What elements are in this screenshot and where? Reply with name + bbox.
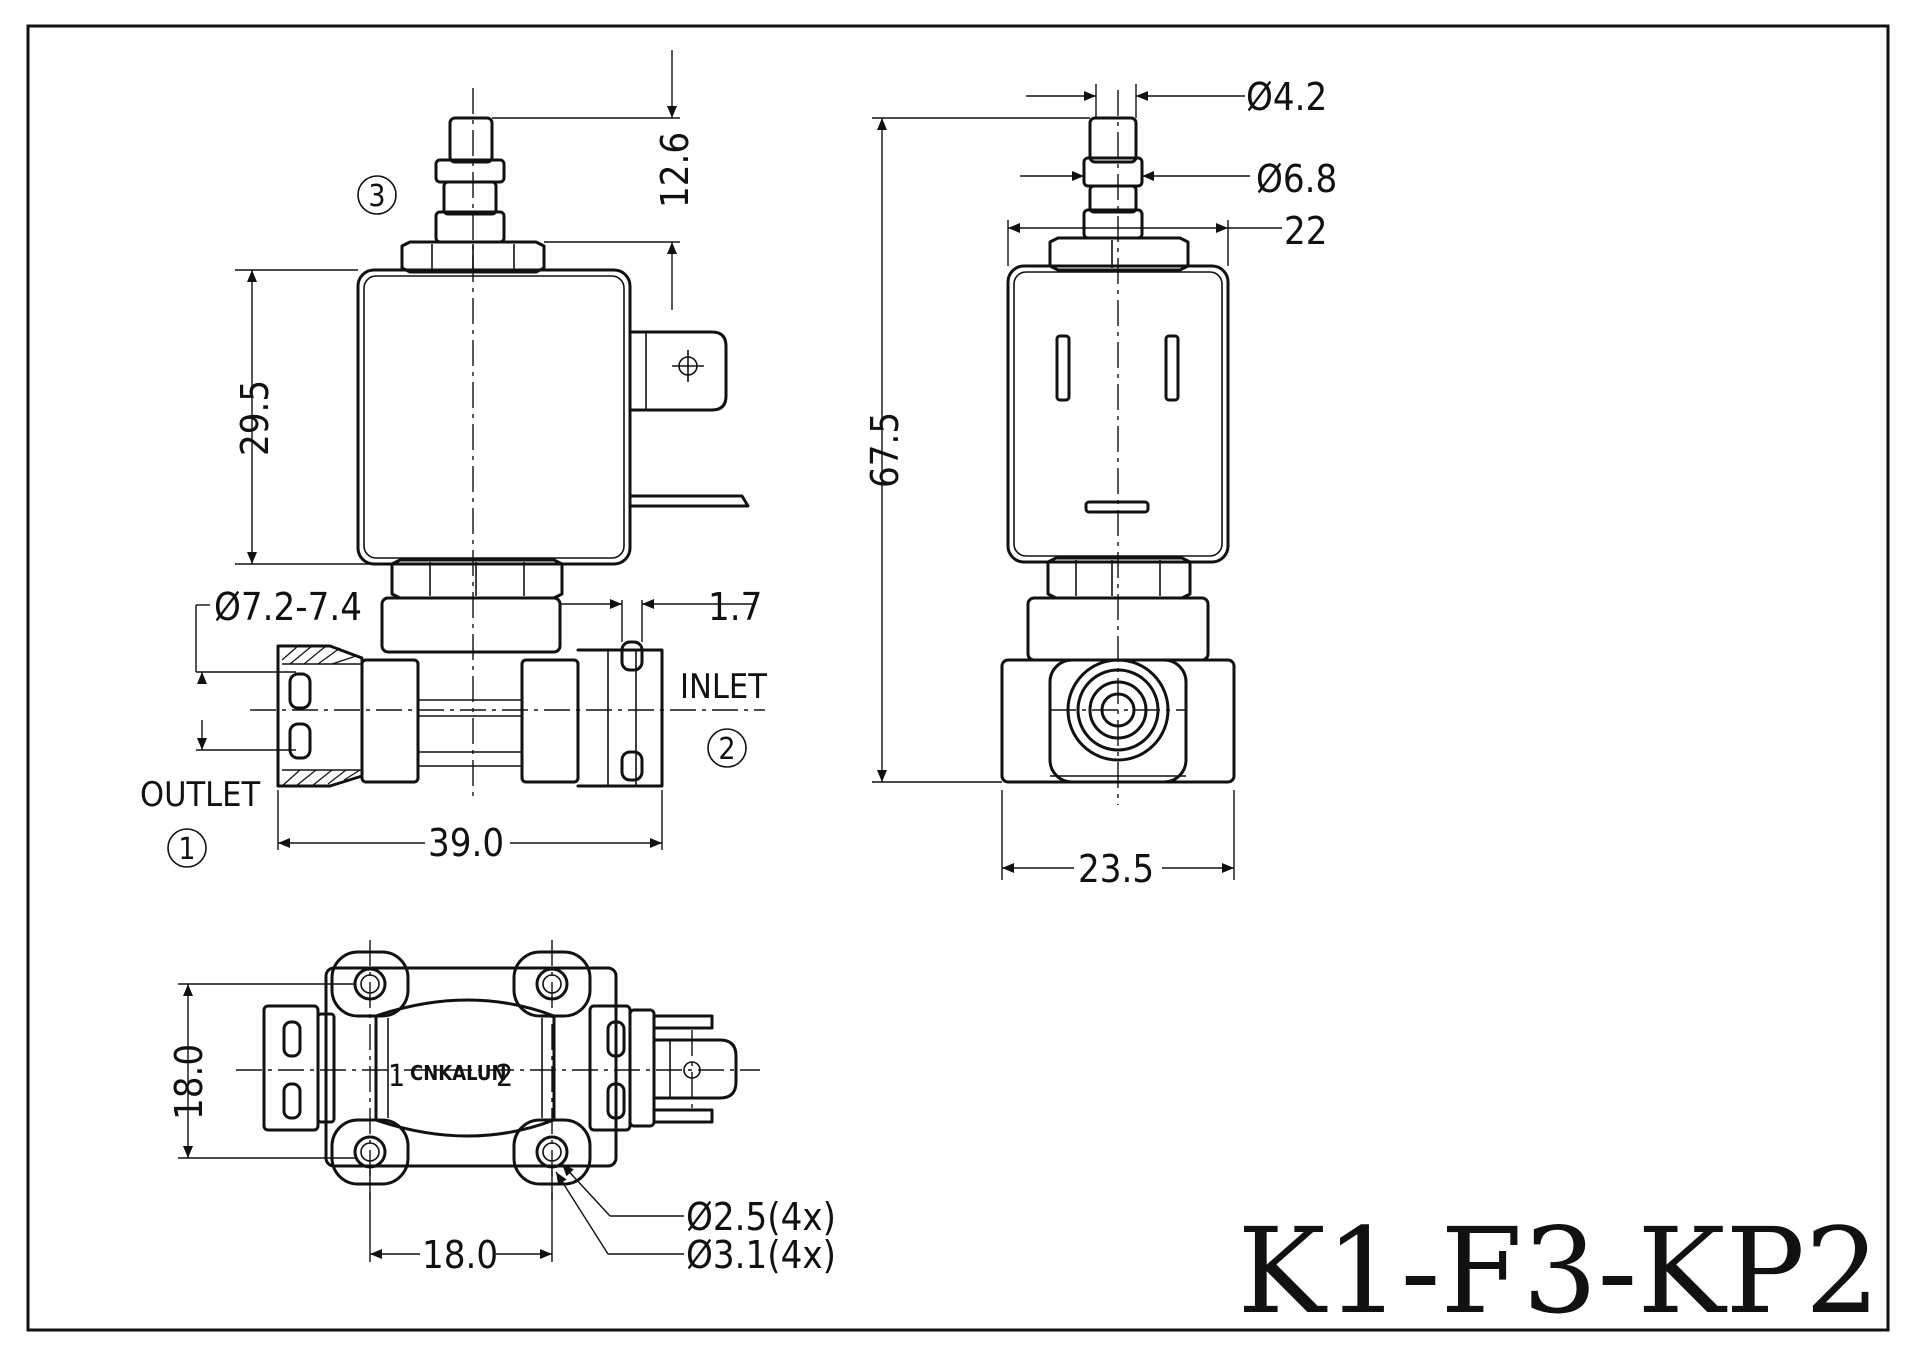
- outlet-label: OUTLET: [140, 775, 261, 815]
- bottom-view-dimensions: [178, 983, 684, 1262]
- dim-stem-height: 12.6: [653, 132, 697, 208]
- model-code: K1-F3-KP2: [1237, 1202, 1880, 1340]
- bottom-view-labels: 18.0 18.0 Ø2.5(4x) Ø3.1(4x): [167, 1044, 836, 1277]
- dim-coil-width: 22: [1284, 209, 1328, 253]
- port-2-marker: [707, 728, 747, 768]
- side-view-dimensions: [872, 84, 1282, 880]
- dim-base-width: 23.5: [1078, 847, 1154, 891]
- side-view: [1000, 90, 1236, 805]
- dim-mount-height: 18.0: [167, 1044, 211, 1120]
- marking-port-1: 1: [388, 1059, 405, 1094]
- dim-body-length: 39.0: [428, 821, 504, 865]
- front-view-labels: 12.6 29.5 Ø7.2-7.4 1.7 39.0 OUTLET INLET…: [140, 132, 767, 868]
- dim-coil-height: 29.5: [233, 380, 277, 456]
- port-3-number: 3: [368, 179, 385, 214]
- dim-inlet-clearance: 1.7: [708, 585, 762, 629]
- dim-outlet-bore: Ø7.2-7.4: [214, 585, 362, 629]
- bottom-view: [236, 940, 760, 1200]
- dim-nut-diameter: Ø6.8: [1256, 157, 1337, 201]
- dim-hole-spacing: 18.0: [422, 1233, 498, 1277]
- port-1-number: 1: [178, 832, 195, 867]
- front-view-dimensions: [195, 50, 755, 850]
- brand-marking: CNKALUN: [410, 1061, 507, 1085]
- marking-port-2: 2: [496, 1059, 513, 1094]
- inlet-label: INLET: [680, 667, 767, 707]
- dim-hole-small: Ø2.5(4x): [686, 1195, 836, 1239]
- side-view-labels: Ø4.2 Ø6.8 22 67.5 23.5: [863, 75, 1337, 891]
- bottom-view-marking: 1 CNKALUN 2: [388, 1059, 513, 1094]
- port-2-number: 2: [718, 732, 735, 767]
- port-3-marker: [357, 175, 397, 215]
- port-1-marker: [167, 828, 207, 868]
- dim-total-height: 67.5: [863, 412, 907, 488]
- dim-hole-large: Ø3.1(4x): [686, 1233, 836, 1277]
- front-view: [250, 88, 765, 800]
- drawing-border: [26, 24, 1890, 1332]
- outlet-hatching: [281, 645, 361, 787]
- dim-stem-diameter: Ø4.2: [1246, 75, 1327, 119]
